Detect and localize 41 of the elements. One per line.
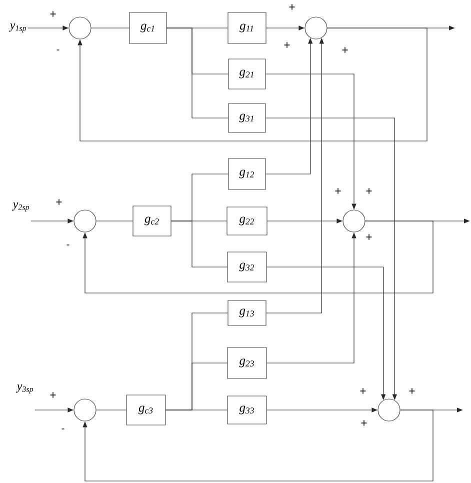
- transfer-function-box: g$_{c1}$: [129, 12, 167, 44]
- sign-label: -: [62, 428, 64, 430]
- summing-junction: [74, 398, 96, 422]
- sign-label: +: [56, 199, 62, 205]
- summing-junction: [304, 16, 328, 40]
- transfer-function-box: g$_{13}$: [228, 300, 266, 326]
- transfer-function-box: g$_{12}$: [228, 158, 266, 190]
- arrow: [82, 410, 434, 482]
- transfer-function-box: g$_{11}$: [228, 12, 266, 44]
- sign-label: +: [50, 392, 56, 398]
- sign-label: +: [284, 42, 290, 48]
- connector-line: [166, 28, 228, 118]
- summing-junction: [342, 210, 366, 232]
- arrow: [82, 220, 434, 294]
- transfer-function-box: g$_{c3}$: [126, 394, 166, 426]
- sign-label: +: [366, 188, 372, 194]
- transfer-function-box: g$_{31}$: [228, 103, 266, 133]
- sign-label: +: [289, 4, 295, 10]
- transfer-function-box: g$_{33}$: [227, 396, 267, 424]
- transfer-function-box: g$_{23}$: [227, 347, 267, 379]
- transfer-function-box: g$_{32}$: [227, 252, 267, 282]
- connector-line: [171, 220, 228, 268]
- connector-line: [96, 220, 133, 222]
- sign-label: +: [342, 47, 348, 53]
- sign-label: +: [361, 420, 367, 426]
- summing-junction: [378, 398, 400, 422]
- input-label: y$_{2sp}$: [12, 202, 30, 212]
- input-label: y$_{3sp}$: [16, 384, 34, 394]
- sign-label: +: [366, 234, 372, 240]
- sign-label: -: [66, 244, 70, 246]
- summing-junction: [74, 210, 96, 232]
- summing-junction: [68, 16, 92, 40]
- sign-label: +: [409, 388, 415, 394]
- sign-label: +: [335, 188, 341, 194]
- transfer-function-box: g$_{c2}$: [132, 206, 172, 236]
- transfer-function-box: g$_{21}$: [228, 58, 266, 90]
- sign-label: +: [50, 11, 56, 17]
- input-label: y$_{1sp}$: [8, 24, 26, 33]
- arrow: [78, 28, 428, 142]
- sign-label: +: [360, 388, 366, 394]
- transfer-function-box: g$_{22}$: [226, 206, 268, 236]
